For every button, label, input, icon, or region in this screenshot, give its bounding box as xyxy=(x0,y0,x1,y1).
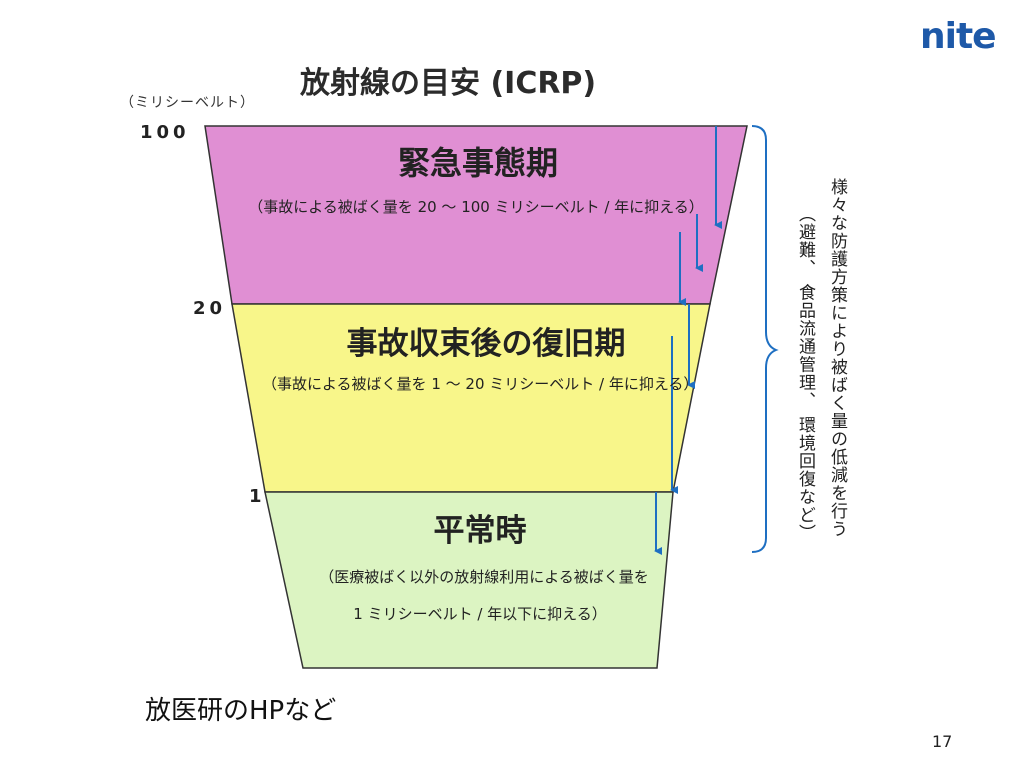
band-normal-note-line2: 1 ミリシーベルト / 年以下に抑える） xyxy=(353,605,607,623)
unit-label: （ミリシーベルト） xyxy=(120,95,255,111)
nite-logo: nite xyxy=(920,16,997,57)
page-number: 17 xyxy=(932,732,953,751)
source-note: 放医研のHPなど xyxy=(145,696,337,726)
band-normal-title: 平常時 xyxy=(433,513,527,549)
side-note-examples: （避難、 食品流通管理、 環境回復など） xyxy=(795,205,815,542)
reduction-arrows xyxy=(654,126,722,555)
right-brace xyxy=(751,125,779,553)
band-recovery-title: 事故収束後の復旧期 xyxy=(346,326,626,362)
band-recovery-note: （事故による被ばく量を 1 ～ 20 ミリシーベルト / 年に抑える） xyxy=(262,375,699,393)
band-emergency-title: 緊急事態期 xyxy=(397,144,558,182)
band-normal xyxy=(264,491,674,669)
page-title: 放射線の目安 (ICRP) xyxy=(300,66,597,101)
band-normal-note-line1: （医療被ばく以外の放射線利用による被ばく量を xyxy=(319,568,649,586)
tick-100: 100 xyxy=(140,122,190,143)
tick-1: 1 xyxy=(249,486,266,507)
tick-20: 20 xyxy=(193,298,227,319)
band-emergency-note: （事故による被ばく量を 20 ～ 100 ミリシーベルト / 年に抑える） xyxy=(248,198,704,216)
side-note-main: 様々な防護方策により被ばく量の低減を行う xyxy=(827,178,847,538)
